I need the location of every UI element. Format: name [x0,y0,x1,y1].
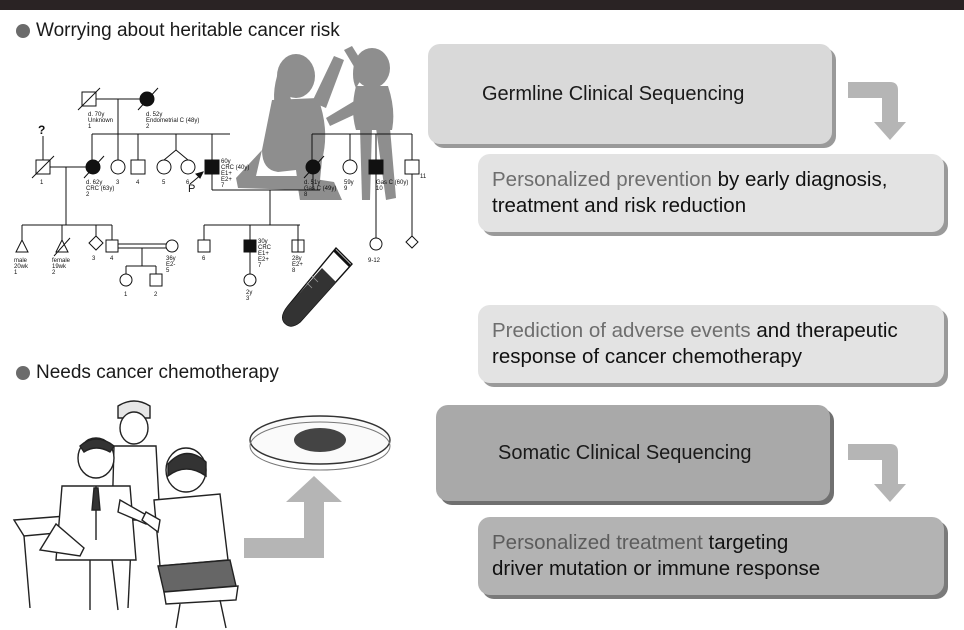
arrow-up-icon [244,476,342,558]
ped-label: 1 [40,180,44,186]
ped-label: 2 [154,292,158,298]
ped-label: 2y [246,290,252,296]
arrow-down-icon [848,444,906,502]
ped-label: 9-12 [368,258,381,264]
ped-label: female [52,258,71,264]
ped-label: 6 [186,180,190,186]
adverse-events-highlight: Prediction of adverse events [492,319,751,342]
treatment-highlight: Personalized treatment [492,531,703,554]
ped-label: 7 [258,263,262,269]
somatic-sequencing-label: Somatic Clinical Sequencing [498,441,752,464]
bullet-dot-icon [16,366,30,380]
ped-label: d. 51y [304,180,320,186]
ped-label: Gas C (60y) [376,180,408,186]
ped-label: 30y [258,239,268,245]
flow-arrows [244,82,906,558]
petri-dish-icon [249,415,391,471]
ped-label: 11 [420,174,427,180]
somatic-sequencing-box: Somatic Clinical Sequencing [436,405,830,501]
ped-label: E1+ [258,251,269,257]
section-heading-hereditary: Worrying about heritable cancer risk [16,20,340,42]
ped-label: Unknown [88,118,113,124]
pedigree-labels: d. 70y Unknown 1 d. 52y Endometrial C (4… [14,112,427,302]
ped-label: CRC (63y) [86,186,114,192]
bullet-dot-icon [16,24,30,38]
section-heading-chemo: Needs cancer chemotherapy [16,362,279,384]
ped-label: E2+ [221,177,232,183]
section-heading-hereditary-text: Worrying about heritable cancer risk [36,20,340,41]
ped-label: Endometrial C (48y) [146,118,199,124]
prevention-highlight: Personalized prevention [492,168,712,191]
treatment-text: Personalized treatment targeting driver … [478,530,820,582]
ped-label: 20wk [14,264,29,270]
ped-label: 7 [221,183,225,189]
ped-label: d. 52y [146,112,162,118]
treatment-rest: targeting [702,531,789,554]
ped-label: E2- [166,262,175,268]
adverse-events-box: Prediction of adverse events and therape… [478,305,944,383]
ped-label: 6 [202,256,206,262]
ped-label: 8 [304,192,308,198]
germline-sequencing-label: Germline Clinical Sequencing [482,82,745,105]
ped-label: d. 70y [88,112,104,118]
prevention-rest: by early diagnosis, [711,168,888,191]
germline-sequencing-box: Germline Clinical Sequencing [428,44,832,144]
ped-label: 28y [292,256,302,262]
ped-label: male [14,258,28,264]
ped-label: 3 [246,296,250,302]
ped-label: 2 [146,124,150,130]
prevention-rest-2: treatment and risk reduction [492,194,747,217]
arrow-down-icon [848,82,906,140]
test-tube-icon [281,246,353,327]
ped-label: 5 [162,180,166,186]
ped-label: 3 [92,256,96,262]
ped-label: E2+ [258,257,269,263]
treatment-box: Personalized treatment targeting driver … [478,517,944,595]
ped-label: 36y [166,256,176,262]
adverse-events-text: Prediction of adverse events and therape… [478,318,898,370]
ped-label: CRC (40y) [221,165,249,171]
ped-label: 9 [344,186,348,192]
ped-label: 1 [88,124,92,130]
ped-label: Gas C (49y) [304,186,336,192]
ped-label: 19wk [52,264,67,270]
ped-label: 10 [376,186,383,192]
mother-child-silhouette-icon [236,46,396,200]
ped-label: E2+ [292,262,303,268]
prevention-text: Personalized prevention by early diagnos… [478,167,887,219]
top-bar [0,0,964,10]
doctor-patient-illustration [12,400,239,629]
ped-label: 1 [124,292,128,298]
ped-label: d. 62y [86,180,102,186]
proband-marker: P [188,183,195,195]
prevention-box: Personalized prevention by early diagnos… [478,154,944,232]
ped-label: 5 [166,268,170,274]
ped-label: 8 [292,268,296,274]
ped-label: CRC [258,245,272,251]
pedigree-chart [15,87,420,287]
section-heading-chemo-text: Needs cancer chemotherapy [36,362,279,383]
ped-question: ? [38,123,45,137]
ped-label: 3 [116,180,120,186]
ped-label: 1 [14,270,18,276]
ped-label: 4 [110,256,114,262]
ped-label: 2 [52,270,56,276]
treatment-rest-2: driver mutation or immune response [492,557,821,580]
adverse-events-rest-2: response of cancer chemotherapy [492,345,802,368]
ped-label: E1+ [221,171,232,177]
ped-label: 59y [344,180,354,186]
ped-label: 4 [136,180,140,186]
ped-label: 2 [86,192,90,198]
ped-label: 60y [221,159,231,165]
adverse-events-rest: and therapeutic [750,319,898,342]
